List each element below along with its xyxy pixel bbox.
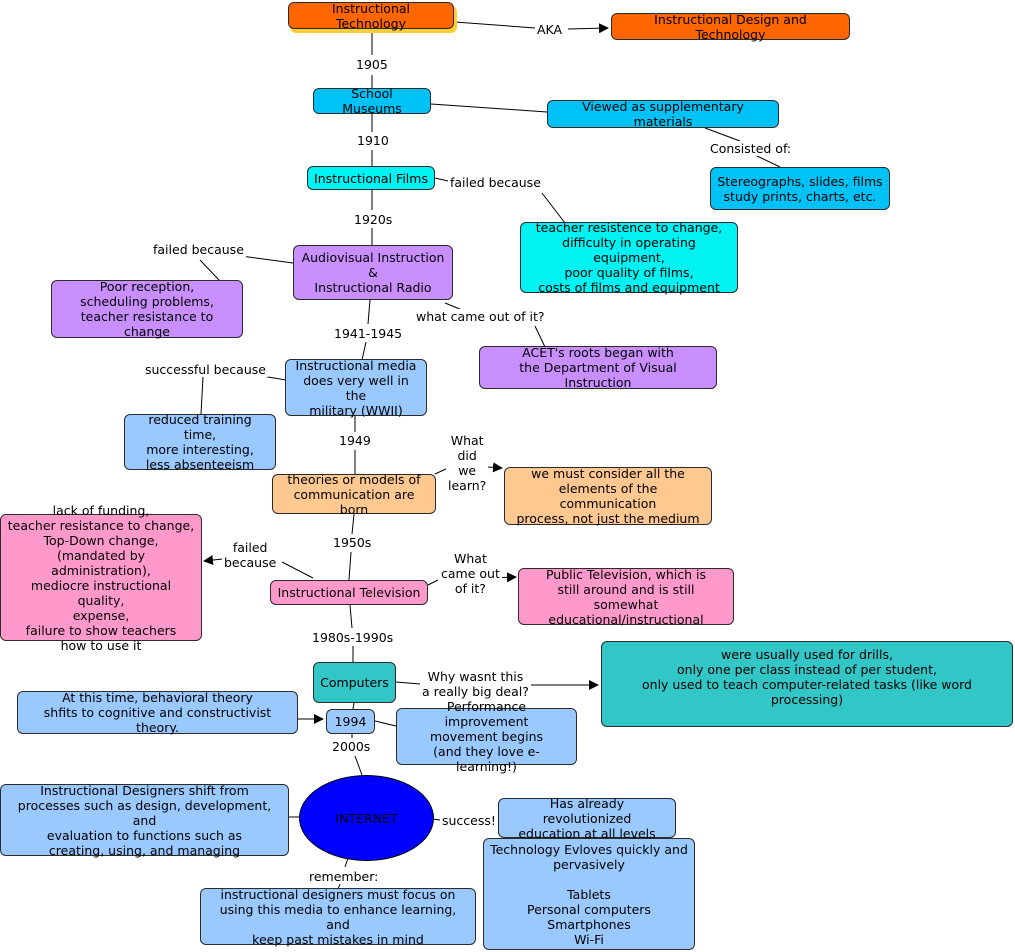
label-failed-because-itv: failed because — [222, 540, 279, 570]
node-designers-shift[interactable]: Instructional Designers shift from proce… — [0, 783, 289, 858]
node-must-focus[interactable]: instructional designers must focus on us… — [200, 887, 476, 947]
label-what-did-we-learn: What did we learn? — [446, 433, 489, 493]
label-failed-because-films: failed because — [448, 175, 543, 190]
label-1980s-1990s: 1980s-1990s — [310, 630, 396, 645]
node-drills[interactable]: were usually used for drills, only one p… — [601, 641, 1013, 727]
label-consisted-of: Consisted of: — [708, 141, 794, 156]
label-why-wasnt: Why wasnt this a really big deal? — [420, 669, 531, 699]
label-2000s: 2000s — [330, 739, 373, 754]
label-1910: 1910 — [355, 133, 391, 148]
node-instructional-media-military[interactable]: Instructional media does very well in th… — [285, 358, 427, 418]
node-instructional-television[interactable]: Instructional Television — [270, 580, 428, 605]
node-public-television[interactable]: Public Television, which is still around… — [518, 567, 734, 627]
label-what-came-out-av: what came out of it? — [414, 309, 547, 324]
node-stereographs[interactable]: Stereographs, slides, films study prints… — [710, 167, 890, 210]
node-viewed-as-supplementary[interactable]: Viewed as supplementary materials — [547, 99, 779, 129]
node-computers[interactable]: Computers — [313, 662, 396, 703]
node-reduced-training-time[interactable]: reduced training time, more interesting,… — [124, 412, 276, 472]
node-instructional-technology[interactable]: Instructional Technology — [288, 1, 454, 31]
node-school-museums[interactable]: School Museums — [313, 86, 431, 116]
node-audiovisual-instruction[interactable]: Audiovisual Instruction & Instructional … — [293, 245, 453, 300]
node-instructional-design-and-technology[interactable]: Instructional Design and Technology — [611, 12, 850, 42]
label-remember: remember: — [307, 869, 381, 884]
node-theories-communication[interactable]: theories or models of communication are … — [272, 472, 436, 517]
node-teacher-resistence[interactable]: teacher resistence to change, difficulty… — [520, 220, 738, 295]
node-internet[interactable]: INTERNET — [299, 775, 434, 861]
label-success: success! — [440, 813, 498, 828]
label-aka: AKA — [535, 22, 565, 37]
node-lack-of-funding[interactable]: lack of funding, teacher resistance to c… — [0, 503, 202, 653]
node-behavioral-theory[interactable]: At this time, behavioral theory shfits t… — [17, 690, 298, 735]
label-successful-because: successful because — [143, 362, 268, 377]
label-1950s: 1950s — [331, 535, 374, 550]
label-1920s: 1920s — [352, 212, 395, 227]
label-what-came-out-itv: What came out of it? — [439, 551, 502, 596]
node-must-consider[interactable]: we must consider all the elements of the… — [504, 466, 712, 526]
label-1941-1945: 1941-1945 — [332, 326, 405, 341]
label-failed-because-av: failed because — [151, 242, 246, 257]
label-1949: 1949 — [337, 433, 373, 448]
node-1994[interactable]: 1994 — [326, 709, 375, 734]
label-1905: 1905 — [354, 57, 390, 72]
node-acet-roots[interactable]: ACET's roots began with the Department o… — [479, 345, 717, 390]
node-poor-reception[interactable]: Poor reception, scheduling problems, tea… — [51, 279, 243, 339]
node-instructional-films[interactable]: Instructional Films — [307, 166, 435, 190]
node-performance-improvement[interactable]: Performance improvement movement begins … — [396, 699, 577, 774]
node-technology-evolves[interactable]: Technology Evloves quickly and pervasive… — [483, 838, 695, 950]
node-revolutionized[interactable]: Has already revolutionized education at … — [498, 796, 676, 841]
